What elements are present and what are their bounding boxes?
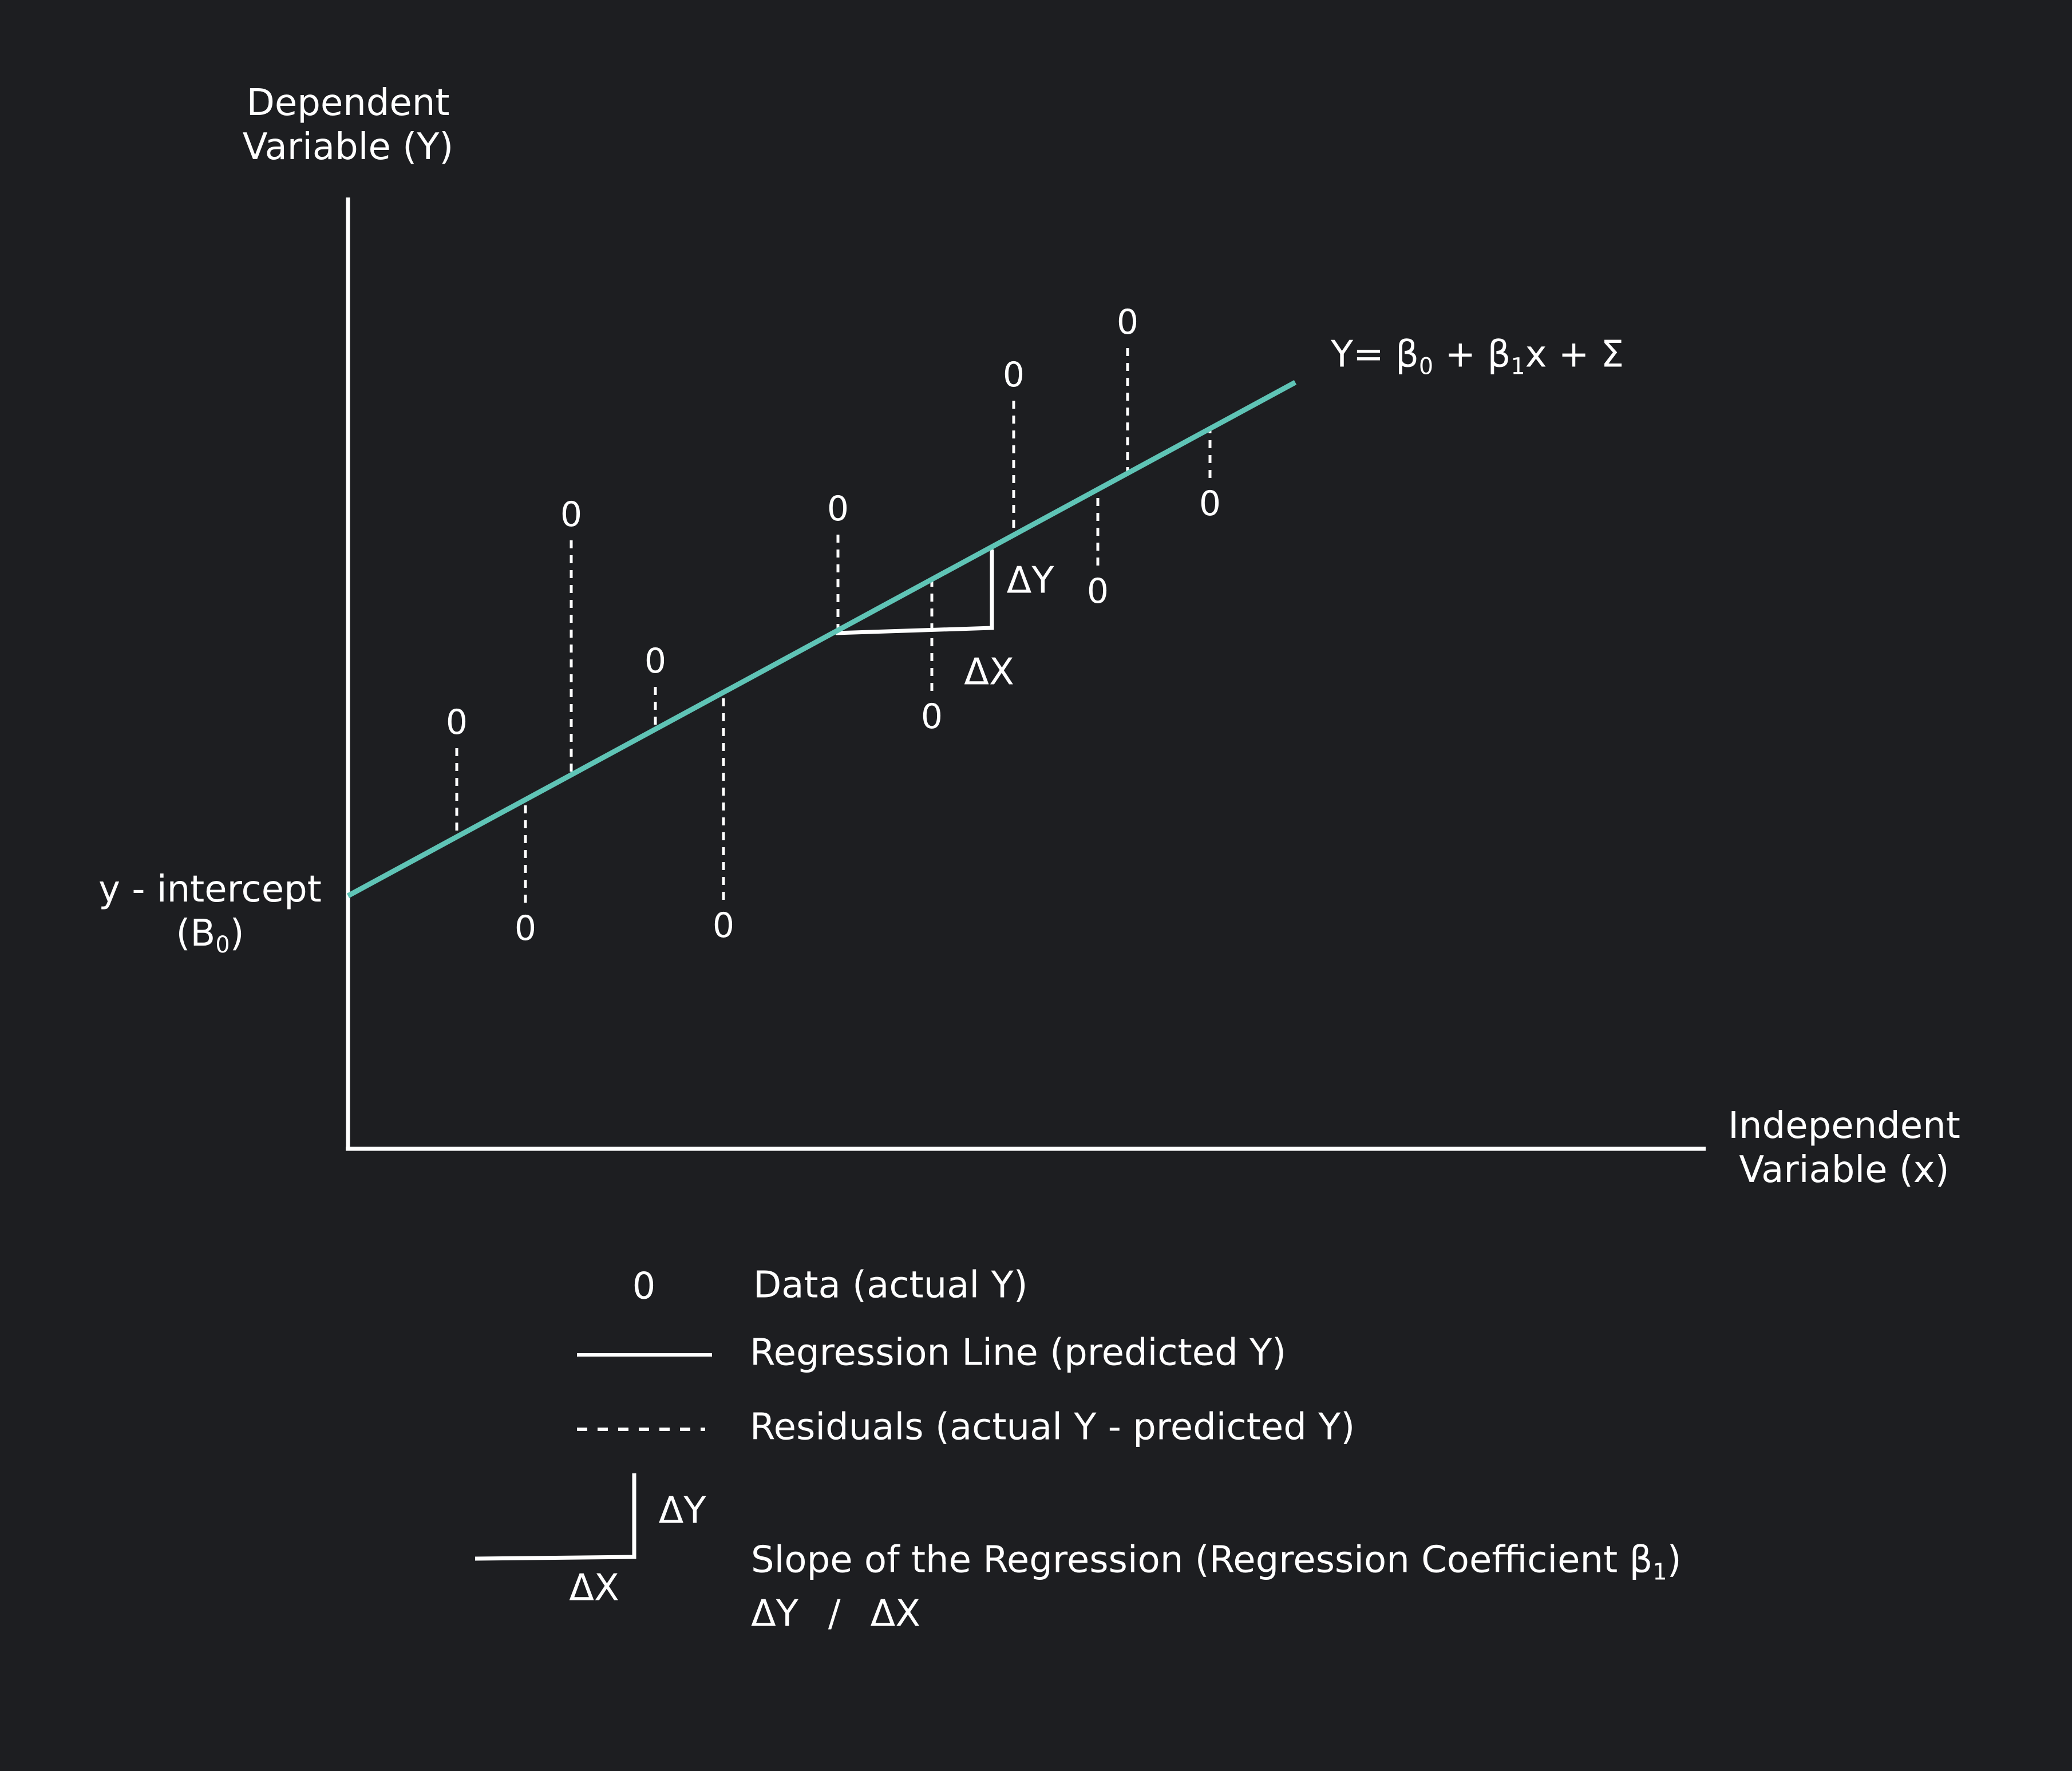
slope-triangle (835, 550, 994, 635)
legend-slope-formula: ΔY / ΔX (751, 1592, 920, 1636)
legend-formula-dy: ΔY (751, 1592, 798, 1635)
legend-data-symbol: 0 (632, 1265, 656, 1308)
y-intercept-text: y - intercept (98, 868, 322, 911)
slope-dx-label: ΔX (964, 651, 1014, 694)
legend-line-label: Regression Line (predicted Y) (750, 1331, 1287, 1374)
legend-slope-swatch (474, 1473, 636, 1561)
equation-sub1: 1 (1510, 353, 1525, 380)
y-intercept-subscript: 0 (215, 932, 230, 959)
x-axis-title-line2: Variable (x) (1739, 1149, 1950, 1191)
y-axis-title-line1: Dependent (246, 82, 450, 125)
legend-formula-dx: ΔX (870, 1592, 921, 1635)
regression-line (346, 380, 1297, 898)
legend-formula-sep: / (828, 1592, 841, 1635)
legend-slope-label-text: Slope of the Regression (Regression Coef… (751, 1539, 1653, 1582)
y-intercept-symbol: (B0) (98, 912, 322, 959)
equation-lhs: Y= β (1331, 333, 1419, 376)
y-intercept-suffix: ) (230, 912, 244, 955)
data-point: 0 (1086, 571, 1109, 611)
y-intercept-label: y - intercept (B0) (98, 868, 322, 959)
x-axis-title: Independent Variable (x) (1728, 1104, 1960, 1192)
equation-sub0: 0 (1418, 353, 1434, 380)
data-point: 0 (514, 908, 537, 948)
legend-residual-label: Residuals (actual Y - predicted Y) (750, 1406, 1355, 1449)
legend-slope-label-sub: 1 (1652, 1559, 1667, 1586)
y-axis-title: Dependent Variable (Y) (243, 81, 454, 169)
data-point: 0 (445, 702, 468, 742)
data-point: 0 (1199, 484, 1221, 524)
legend-slope-dx: ΔX (569, 1567, 619, 1610)
data-point: 0 (827, 489, 849, 529)
legend-slope-label-end: ) (1667, 1539, 1682, 1582)
legend-data-label: Data (actual Y) (753, 1264, 1028, 1307)
data-point: 0 (712, 906, 735, 946)
slope-dy-label: ΔY (1006, 559, 1054, 602)
legend-slope-label: Slope of the Regression (Regression Coef… (751, 1539, 1682, 1586)
data-point: 0 (920, 697, 943, 737)
legend-slope-dy: ΔY (658, 1489, 706, 1532)
y-axis-title-line2: Variable (Y) (242, 126, 454, 168)
data-point: 0 (644, 641, 667, 681)
data-point: 0 (560, 495, 583, 535)
residual-lines (455, 348, 1212, 903)
equation-rhs: x + Σ (1525, 333, 1624, 376)
data-point: 0 (1116, 302, 1139, 342)
x-axis-title-line1: Independent (1728, 1105, 1960, 1148)
data-point: 0 (1002, 355, 1025, 395)
regression-equation: Y= β0 + β1x + Σ (1331, 333, 1624, 380)
y-intercept-prefix: (B (176, 912, 216, 955)
equation-mid: + β (1433, 333, 1511, 376)
